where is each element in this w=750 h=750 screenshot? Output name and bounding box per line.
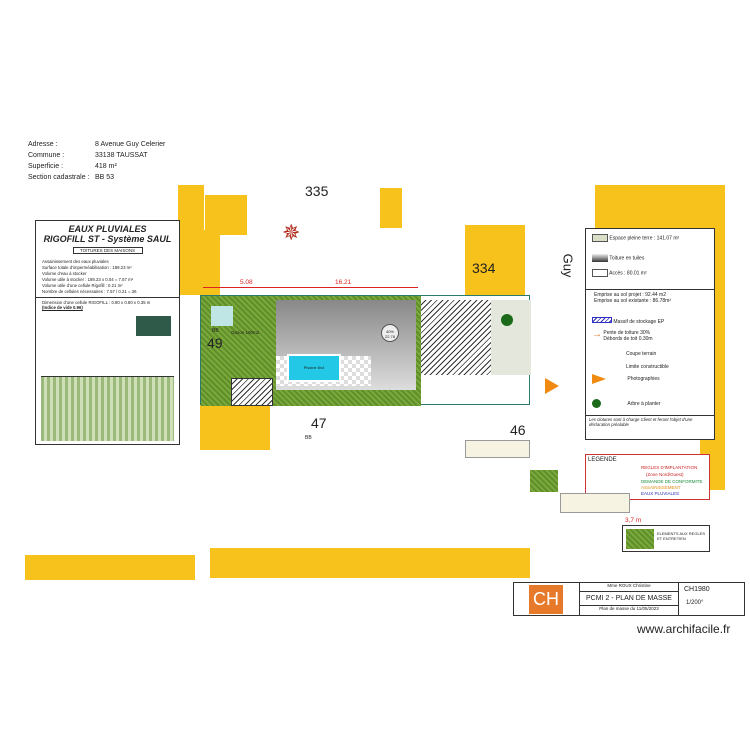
- parcel-number: 334: [472, 260, 496, 276]
- parcel: [380, 188, 402, 228]
- legend-item: Espace pleine terre : 141.07 m²: [609, 235, 680, 242]
- panel-line: Volume utile d'une cellule Rigofill : 0.…: [42, 283, 123, 288]
- title-block: CH Mme ROUX Christine PCMI 2 - PLAN DE M…: [513, 582, 745, 616]
- photo-icon: [592, 374, 606, 384]
- legende-item: REGLES D'IMPLANTATION: [641, 465, 698, 470]
- street-name: Guy: [560, 253, 576, 278]
- legend-note: Les clotures sont à charge Client et fer…: [586, 415, 714, 428]
- legende-item: ASSAINISSEMENT: [641, 485, 681, 490]
- info-label: Adresse :: [28, 141, 58, 148]
- legend-panel: Espace pleine terre : 141.07 m² Toiture …: [585, 228, 715, 440]
- panel-title: EAUX PLUVIALES: [68, 224, 147, 234]
- legend-item: Massif de stockage EP: [613, 319, 665, 325]
- legende-box: LEGENDE REGLES D'IMPLANTATION (Zone Nord…: [585, 454, 710, 500]
- dimension-label: 16.21: [335, 279, 352, 286]
- legende-item: EAUX PLUVIALES: [641, 491, 680, 496]
- panel-line: (Indice de vide 0.96): [42, 305, 83, 310]
- access-swatch: [592, 269, 608, 277]
- rainwater-diagram: [41, 376, 174, 441]
- panel-line: Surface totale d'imperméabilisation : 18…: [42, 265, 132, 270]
- parcel-number: 47: [311, 415, 327, 431]
- rigofill-cell-image: [136, 316, 171, 336]
- panel-line: Volume d'eau à stocker: [42, 271, 87, 276]
- parcel: [595, 185, 725, 230]
- watermark: www.archifacile.fr: [637, 622, 731, 636]
- parcel-334: [465, 225, 525, 295]
- access-area: [491, 300, 531, 375]
- drawing-scale: 1/200°: [686, 600, 704, 606]
- label-box: [465, 440, 530, 458]
- compass-rose-icon: ✵: [282, 220, 301, 245]
- legende-item: DEMANDE DE CONFORMITE: [641, 479, 703, 484]
- legend-item: Limite constructible: [626, 364, 669, 370]
- panel-line: Dimension d'une cellule RIGOFILL : 0.80 …: [42, 300, 151, 305]
- roof-swatch: [592, 254, 608, 262]
- legend-item: Arbre à planter: [627, 400, 661, 407]
- dimension-line: [203, 287, 418, 288]
- info-label: Section cadastrale :: [28, 174, 90, 181]
- info-label: Superficie :: [28, 163, 64, 170]
- info-value: 8 Avenue Guy Celerier: [95, 141, 166, 148]
- panel-line: Assainissement des eaux pluviales: [42, 259, 109, 264]
- info-label: Commune :: [28, 152, 65, 159]
- lawn-sample: [626, 529, 654, 549]
- section-label: BB: [305, 435, 312, 441]
- drawing-title: PCMI 2 - PLAN DE MASSE: [580, 592, 678, 606]
- lawn-sample: [530, 470, 558, 492]
- drawing-ref: CH1980: [684, 586, 710, 593]
- slope-marker: 40% 22.78: [381, 324, 399, 342]
- parcel: [25, 555, 195, 580]
- note-box: ELEMENTS AUX REGLES ET ENTRETIEN: [622, 525, 710, 552]
- parcel: [200, 405, 270, 450]
- project-info: Adresse : 8 Avenue Guy Celerier Commune :…: [28, 139, 165, 183]
- existing-house: [421, 300, 491, 375]
- drawing-date: Plan de masse du 11/05/2023: [599, 606, 659, 611]
- tree-icon: [501, 314, 513, 326]
- photo-arrow-icon: [545, 378, 559, 394]
- rainwater-panel: EAUX PLUVIALES RIGOFILL ST - Système SAU…: [35, 220, 180, 445]
- legend-item: Accès : 80.01 m²: [609, 270, 647, 277]
- dimension-label: 5.08: [240, 279, 253, 286]
- panel-subtitle: RIGOFILL ST - Système SAUL: [43, 234, 172, 244]
- panel-line: Nombre de cellules nécessaires : 7.57 / …: [42, 289, 137, 294]
- legend-item: Emprise au sol existante : 86.78m²: [594, 298, 671, 304]
- parcel: [210, 548, 530, 578]
- storage-swatch: [592, 317, 612, 323]
- parcel: [178, 185, 204, 230]
- parcel-number: 49: [207, 335, 223, 351]
- panel-tag: TOITURES DES MAISONS: [72, 247, 143, 254]
- legend-item: Photographies: [627, 376, 660, 383]
- site-plan: Piscine 8x4 Gazon 100m2 40% 22.78: [200, 295, 531, 406]
- legende-title: LEGENDE: [588, 457, 617, 463]
- section-label: BB: [212, 328, 219, 334]
- storage-area: [231, 378, 273, 406]
- open-ground-swatch: [592, 234, 608, 242]
- info-value: BB 53: [95, 174, 115, 181]
- client-name: Mme ROUX Christine: [580, 583, 678, 592]
- parcel-number: 335: [305, 183, 329, 199]
- photo-thumbnail: [211, 306, 233, 326]
- tree-icon: [592, 399, 601, 408]
- lawn-label: Gazon 100m2: [231, 330, 260, 335]
- roof-slope-arrow-icon: →: [592, 329, 602, 340]
- info-value: 418 m²: [95, 163, 117, 170]
- legend-item: Toiture en tuiles: [609, 255, 645, 262]
- parcel-number: 46: [510, 422, 526, 438]
- parcel: [205, 195, 247, 235]
- dimension-label: 3,7 m: [625, 517, 642, 524]
- parcel: [180, 230, 220, 295]
- label-box: [560, 493, 630, 513]
- legend-item: Coupe terrain: [626, 351, 657, 357]
- panel-line: Volume utile à stocker : 189.23 x 0.04 =…: [42, 277, 134, 282]
- company-logo: CH: [529, 585, 563, 614]
- legende-item: (Zone Nord/Ouest): [646, 472, 684, 477]
- legend-item: Pente de toiture 30% Débords de toit 0.3…: [603, 329, 653, 342]
- pool: Piscine 8x4: [287, 354, 341, 382]
- legend-item: Emprise au sol projet : 92.44 m2: [594, 292, 666, 298]
- info-value: 33138 TAUSSAT: [95, 152, 148, 159]
- note-text: ELEMENTS AUX REGLES ET ENTRETIEN: [657, 531, 706, 541]
